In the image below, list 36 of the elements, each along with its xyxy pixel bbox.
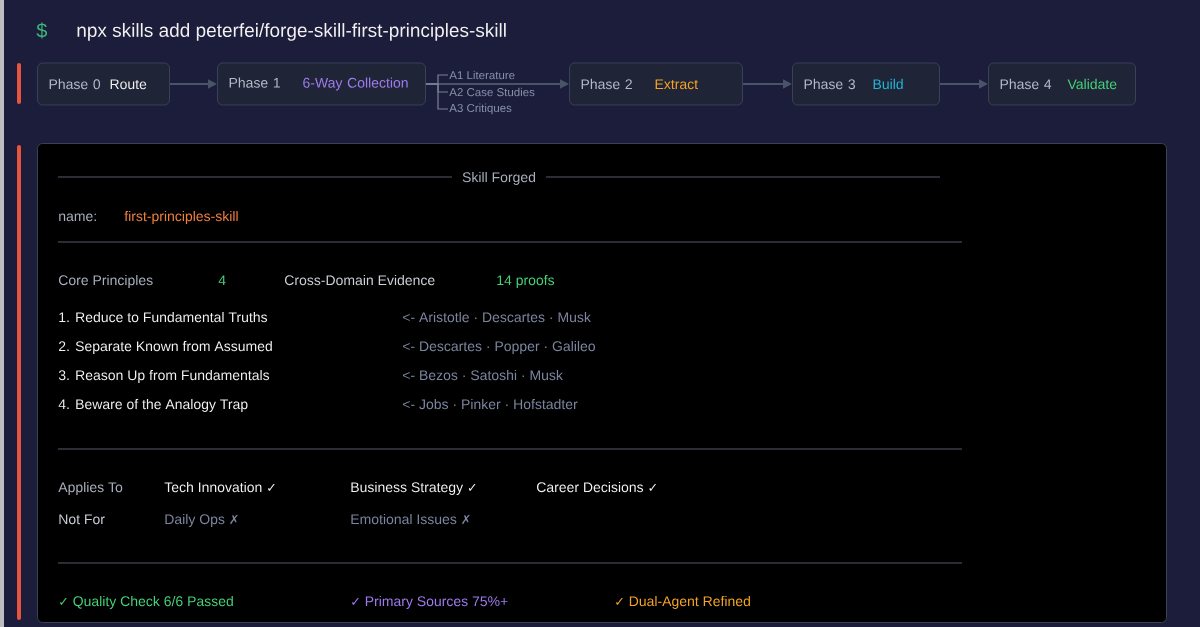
phase-box: Phase 2 Extract (569, 62, 743, 106)
branch-text: A1 Literature (449, 70, 515, 80)
excluded-item: Emotional Issues ✗ (351, 513, 470, 525)
principle-text: 4. Beware of the Analogy Trap (58, 398, 248, 412)
connector-line (425, 83, 449, 110)
stat-value: 14 proofs (497, 274, 555, 288)
phase-box: Phase 3 Build (792, 62, 940, 106)
row-label: Not For (59, 514, 105, 525)
excluded-item: Daily Ops ✗ (165, 513, 238, 527)
row-label: Applies To (58, 481, 123, 495)
branch-text: A2 Case Studies (449, 87, 535, 97)
stat-label: Cross-Domain Evidence (285, 274, 435, 286)
status-text: ✓ Dual-Agent Refined (616, 595, 750, 609)
prompt-symbol: $ (36, 22, 48, 39)
command-text: npx skills add peterfei/forge-skill-first-principles-skill (77, 23, 506, 41)
applies-item: Tech Innovation ✓ (164, 481, 275, 493)
evidence-text: <- Descartes · Popper · Galileo (402, 340, 595, 354)
stat-label: Core Principles (59, 274, 153, 288)
applies-item: Business Strategy ✓ (351, 481, 476, 495)
principle-text: 3. Reason Up from Fundamentals (58, 369, 270, 383)
status-text: ✓ Primary Sources 75%+ (352, 595, 508, 609)
phase-box: Phase 1 6-Way Collection (217, 62, 426, 106)
field-value: first-principles-skill (124, 210, 238, 224)
principle-text: 1. Reduce to Fundamental Truths (59, 311, 268, 323)
panel-heading: Skill Forged (462, 171, 536, 185)
status-text: ✓ Quality Check 6/6 Passed (60, 595, 233, 609)
evidence-text: <- Jobs · Pinker · Hofstadter (402, 398, 578, 410)
applies-item: Career Decisions ✓ (537, 481, 656, 493)
evidence-text: <- Bezos · Satoshi · Musk (402, 369, 563, 381)
branch-text: A3 Critiques (449, 103, 512, 115)
evidence-text: <- Aristotle · Descartes · Musk (402, 311, 591, 323)
stat-value: 4 (218, 275, 226, 286)
phase-box: Phase 4 Validate (988, 62, 1136, 106)
field-label: name: (59, 213, 96, 222)
phase-box: Phase 0 Route (37, 62, 170, 106)
principle-text: 2. Separate Known from Assumed (59, 340, 272, 354)
